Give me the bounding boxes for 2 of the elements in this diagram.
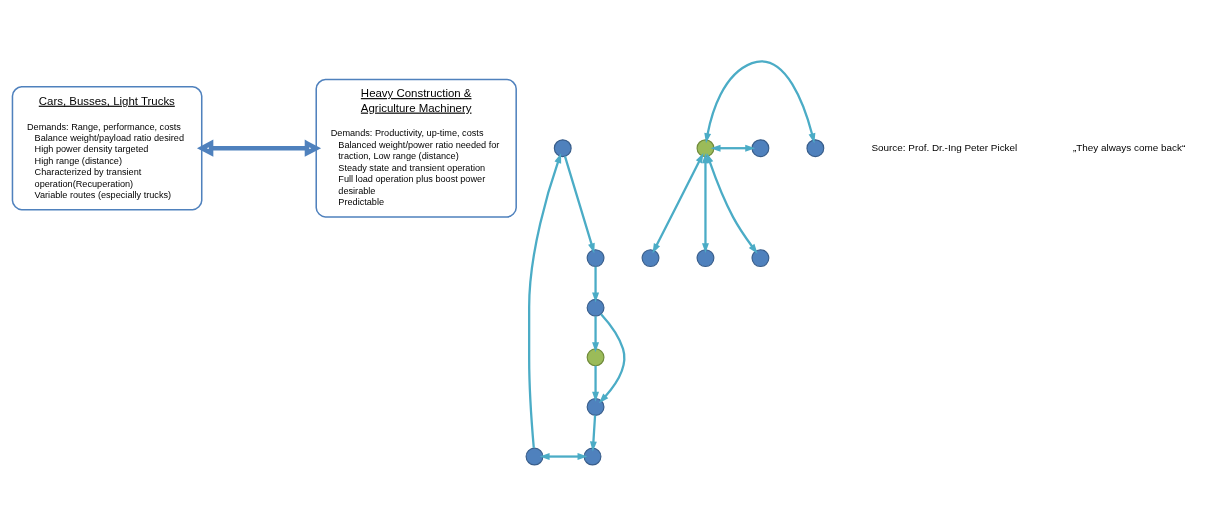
label: Source: Prof. Dr.-Ing Peter Pickel: [871, 141, 1018, 153]
label: „They always come back“: [1072, 141, 1186, 153]
